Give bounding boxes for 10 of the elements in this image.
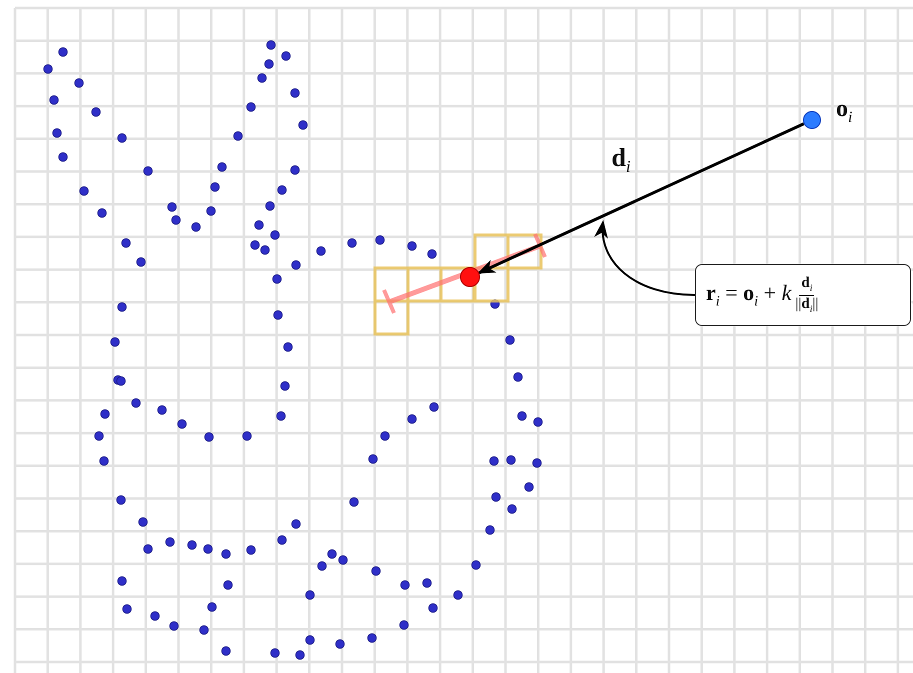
fraction-numerator: d$_{i}$	[799, 276, 814, 296]
point-label: o$_{i}$	[836, 96, 852, 127]
origin-point	[803, 111, 821, 129]
edge-label: d$_{i}$	[611, 143, 631, 178]
leader-arrow	[595, 220, 696, 296]
surface-point	[460, 267, 480, 287]
fraction-denominator: ||d$_{i}$||	[795, 296, 818, 314]
ray-arrow	[477, 122, 804, 274]
formula-callout	[695, 264, 911, 326]
formula-text: r$_{i}$ = o$_{i}$ + k	[706, 280, 792, 310]
